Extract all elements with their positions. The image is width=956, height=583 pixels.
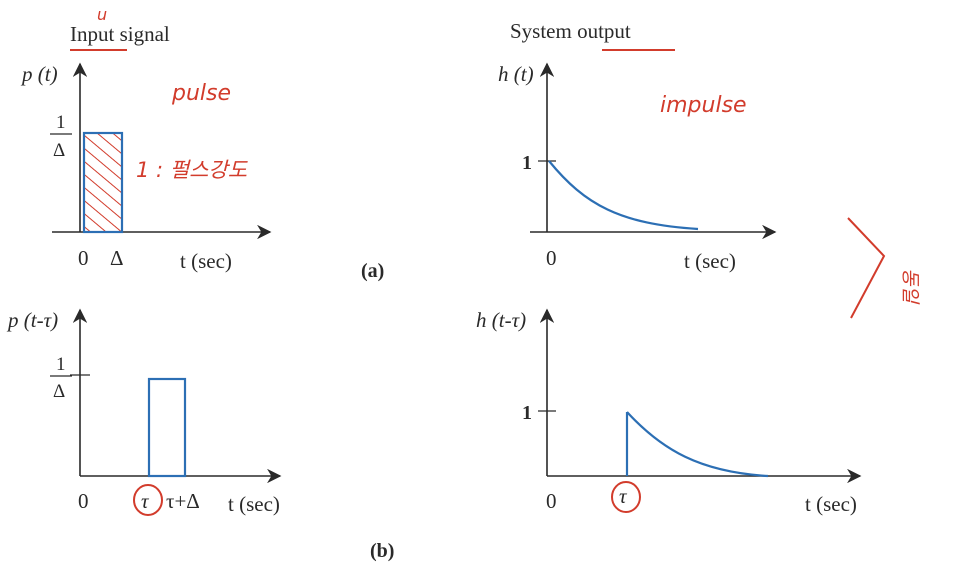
tau-circle-left xyxy=(133,484,163,516)
ht-xlabel: t (sec) xyxy=(684,249,736,273)
same-annotation: 동일 xyxy=(899,268,921,304)
input-signal-header: Input signal xyxy=(70,22,170,46)
pt-tau-label: p (t-τ) xyxy=(6,308,58,332)
panel-b-label: (b) xyxy=(370,540,394,562)
pulse-rect xyxy=(82,131,124,234)
pt-tick-num: 1 xyxy=(56,112,66,133)
pt-zero: 0 xyxy=(78,246,89,270)
pt-tau-tick-den: Δ xyxy=(53,381,65,402)
pulse-strength-annotation: 1 : 펄스강도 xyxy=(136,158,249,182)
pt-tau-tau: τ xyxy=(141,489,150,513)
shifted-pulse-rect xyxy=(147,377,187,478)
plot-pt-tau: p (t-τ) 1 Δ 0 τ τ+Δ t (sec) xyxy=(6,308,282,516)
u-annotation: u xyxy=(97,5,107,24)
system-output-header: System output xyxy=(510,19,631,43)
shifted-response-curve xyxy=(626,411,769,478)
impulse-response-curve xyxy=(548,160,699,231)
ht-tau-one: 1 xyxy=(522,402,532,424)
pt-tau-xlabel: t (sec) xyxy=(228,492,280,516)
same-bracket xyxy=(847,217,886,319)
pt-delta: Δ xyxy=(110,246,124,270)
pulse-annotation: pulse xyxy=(171,81,231,106)
pt-tau-tau-plus-delta: τ+Δ xyxy=(166,489,200,513)
plot-ht-tau: h (t-τ) 1 0 τ t (sec) xyxy=(476,308,862,516)
ht-tau-label: h (t-τ) xyxy=(476,308,526,332)
impulse-annotation: impulse xyxy=(660,93,747,118)
pt-label: p (t) xyxy=(20,62,58,86)
ht-tau-zero: 0 xyxy=(546,489,557,513)
ht-tau-xlabel: t (sec) xyxy=(805,492,857,516)
plot-pt: p (t) 1 Δ 0 Δ t (sec) xyxy=(20,62,272,273)
pulse-hatch-fill xyxy=(84,133,122,232)
panel-a-label: (a) xyxy=(361,260,384,282)
pt-xlabel: t (sec) xyxy=(180,249,232,273)
tau-circle-right xyxy=(611,481,641,513)
ht-one: 1 xyxy=(522,152,532,174)
ht-label: h (t) xyxy=(498,62,534,86)
ht-zero: 0 xyxy=(546,246,557,270)
plot-ht: h (t) 1 0 t (sec) xyxy=(498,62,777,273)
pt-tau-zero: 0 xyxy=(78,489,89,513)
ht-tau-tau: τ xyxy=(619,484,628,508)
pt-tick-den: Δ xyxy=(53,140,65,161)
pt-tau-tick-num: 1 xyxy=(56,354,66,375)
